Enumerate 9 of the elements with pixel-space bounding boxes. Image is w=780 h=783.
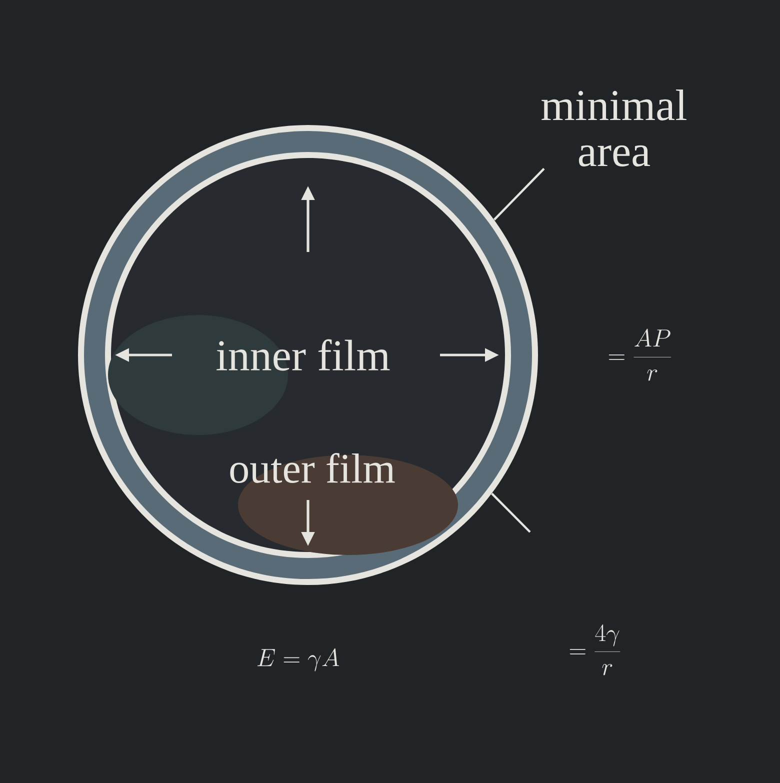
formula: $= \frac{AP}{r}$ bbox=[608, 328, 672, 381]
film-label: outer film bbox=[230, 453, 395, 483]
formula: $E = \gamma A$ bbox=[257, 648, 339, 672]
formula: $= \frac{4\gamma}{r}$ bbox=[570, 624, 620, 676]
film-label: inner film bbox=[216, 339, 390, 371]
leader-line bbox=[491, 492, 531, 533]
leader-line bbox=[493, 168, 545, 220]
callout-text: minimal area bbox=[542, 90, 686, 166]
film-ring bbox=[78, 125, 538, 585]
